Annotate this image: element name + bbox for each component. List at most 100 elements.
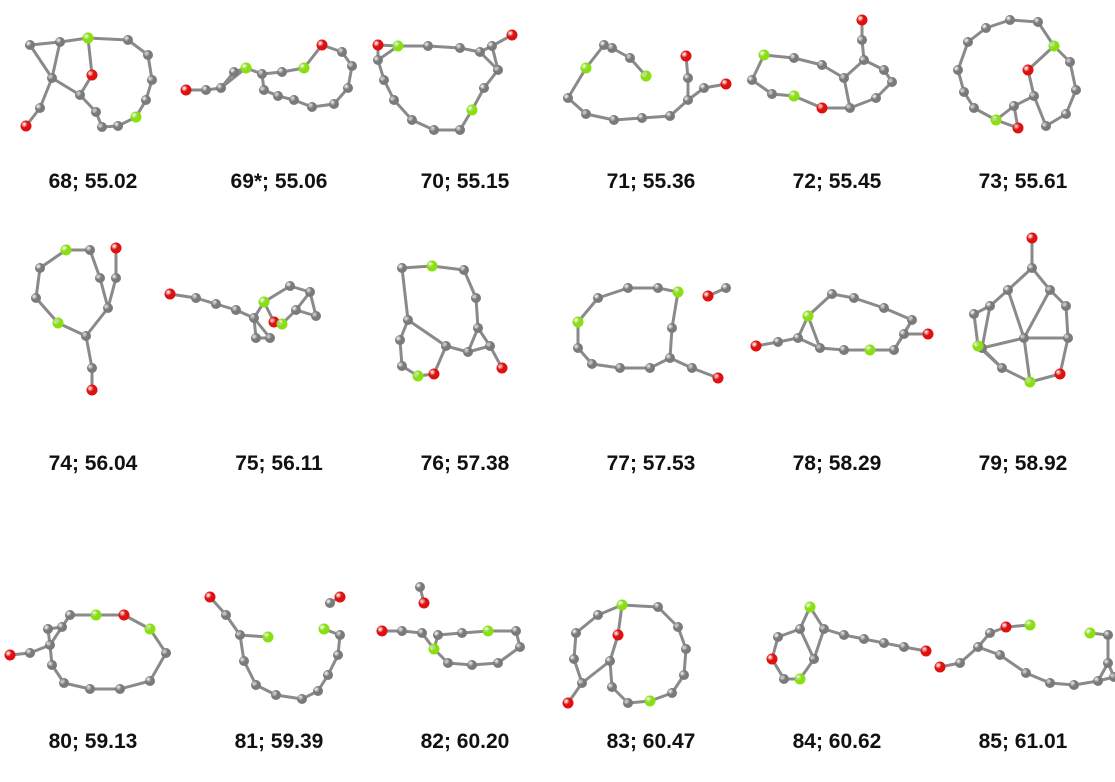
bond xyxy=(148,651,168,683)
bond xyxy=(882,306,914,322)
oxygen-atom xyxy=(418,597,430,609)
bond xyxy=(566,66,588,100)
carbon-atom xyxy=(963,37,973,47)
carbon-atom xyxy=(809,654,819,664)
carbon-atom xyxy=(839,630,849,640)
carbon-atom xyxy=(379,75,389,85)
bond xyxy=(620,603,660,609)
molecule-structure xyxy=(572,283,731,384)
carbon-atom xyxy=(581,109,591,119)
carbon-atom xyxy=(1061,109,1071,119)
oxygen-atom xyxy=(20,120,32,132)
sulfur-atom xyxy=(392,40,404,52)
carbon-atom xyxy=(417,628,427,638)
carbon-atom xyxy=(817,60,827,70)
carbon-atom xyxy=(959,87,969,97)
carbon-atom xyxy=(57,622,67,632)
structure-label: 76; 57.38 xyxy=(420,452,510,475)
carbon-atom xyxy=(789,53,799,63)
carbon-atom xyxy=(839,73,849,83)
structure-label: 79; 58.92 xyxy=(978,452,1068,475)
structure-panel: 84; 60.62 xyxy=(744,0,932,782)
carbon-atom xyxy=(211,299,221,309)
bond xyxy=(34,296,60,325)
sulfur-atom xyxy=(572,316,584,328)
carbon-atom xyxy=(871,93,881,103)
sulfur-atom xyxy=(802,310,814,322)
bond xyxy=(86,36,94,77)
structure-label: 69*; 55.06 xyxy=(230,170,328,193)
structure-label: 74; 56.04 xyxy=(48,452,138,475)
oxygen-atom xyxy=(750,340,762,352)
carbon-atom xyxy=(899,329,909,339)
carbon-atom xyxy=(907,315,917,325)
structure-label: 84; 60.62 xyxy=(792,730,882,753)
carbon-atom xyxy=(251,333,261,343)
carbon-atom xyxy=(43,624,53,634)
structure-label: 73; 55.61 xyxy=(978,170,1068,193)
carbon-atom xyxy=(577,678,587,688)
carbon-atom xyxy=(679,670,689,680)
carbon-atom xyxy=(569,654,579,664)
bond xyxy=(86,36,130,42)
bond xyxy=(580,659,612,685)
carbon-atom xyxy=(271,690,281,700)
oxygen-atom xyxy=(766,653,778,665)
carbon-atom xyxy=(323,670,333,680)
oxygen-atom xyxy=(496,362,508,374)
sulfur-atom xyxy=(788,90,800,102)
bond xyxy=(806,314,822,350)
carbon-atom xyxy=(981,23,991,33)
carbon-atom xyxy=(479,83,489,93)
sulfur-atom xyxy=(60,244,72,256)
carbon-atom xyxy=(683,73,693,83)
structure-panel: 72; 55.45 xyxy=(744,0,930,782)
sulfur-atom xyxy=(1024,376,1036,388)
carbon-atom xyxy=(665,353,675,363)
carbon-atom xyxy=(615,363,625,373)
carbon-atom xyxy=(433,630,443,640)
carbon-atom xyxy=(335,630,345,640)
carbon-atom xyxy=(827,289,837,299)
carbon-atom xyxy=(593,610,603,620)
carbon-atom xyxy=(767,89,777,99)
carbon-atom xyxy=(955,658,965,668)
oxygen-atom xyxy=(702,290,714,302)
carbon-atom xyxy=(969,103,979,113)
carbon-atom xyxy=(221,610,231,620)
carbon-atom xyxy=(673,622,683,632)
sulfur-atom xyxy=(616,599,628,611)
carbon-atom xyxy=(899,642,909,652)
carbon-atom xyxy=(793,333,803,343)
sulfur-atom xyxy=(426,260,438,272)
carbon-atom xyxy=(397,361,407,371)
sulfur-atom xyxy=(466,104,478,116)
sulfur-atom xyxy=(672,286,684,298)
structure-panel: 85; 61.01 xyxy=(930,0,1115,782)
structure-panel: 77; 57.53 xyxy=(558,0,744,782)
molecule-structure xyxy=(376,582,525,670)
bond xyxy=(798,627,816,661)
oxygen-atom xyxy=(164,288,176,300)
oxygen-atom xyxy=(1022,64,1034,76)
bond xyxy=(84,306,110,338)
carbon-atom xyxy=(111,273,121,283)
carbon-atom xyxy=(407,115,417,125)
oxygen-atom xyxy=(86,384,98,396)
bond xyxy=(474,296,480,330)
carbon-atom xyxy=(403,315,413,325)
structure-label: 83; 60.47 xyxy=(606,730,696,753)
carbon-atom xyxy=(216,83,226,93)
carbon-atom xyxy=(997,363,1007,373)
carbon-atom xyxy=(995,650,1005,660)
carbon-atom xyxy=(25,40,35,50)
bond xyxy=(1058,336,1070,376)
oxygen-atom xyxy=(1012,122,1024,134)
carbon-atom xyxy=(113,121,123,131)
carbon-atom xyxy=(65,610,75,620)
carbon-atom xyxy=(347,61,357,71)
bond xyxy=(1064,304,1070,340)
carbon-atom xyxy=(1103,630,1113,640)
carbon-atom xyxy=(1045,285,1055,295)
oxygen-atom xyxy=(920,645,932,657)
